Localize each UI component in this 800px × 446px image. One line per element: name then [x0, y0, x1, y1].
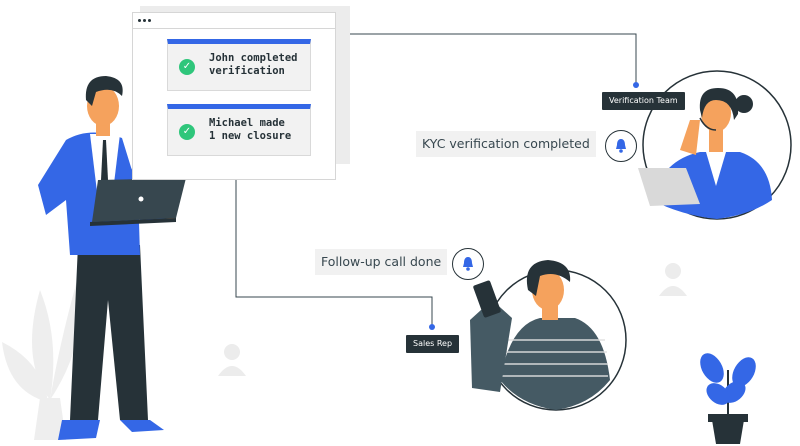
notification-line: 1 new closure — [209, 130, 292, 142]
notification-line: John completed — [209, 52, 298, 64]
window-titlebar — [133, 13, 335, 29]
notification-window: ✓ John completed verification ✓ Michael … — [132, 12, 336, 180]
notification-line: verification — [209, 65, 285, 77]
notification-bell-bubble[interactable] — [452, 248, 484, 280]
notification-text: John completed verification — [209, 52, 309, 78]
connector-dot — [429, 324, 435, 330]
notification-line: Michael made — [209, 117, 285, 129]
plant-icon — [700, 353, 756, 444]
notification-card[interactable]: ✓ John completed verification — [167, 39, 311, 91]
connector-dot — [633, 82, 639, 88]
connector-lines — [235, 33, 637, 328]
user-silhouette-icon — [659, 263, 687, 296]
plant-icon — [2, 270, 82, 440]
user-silhouette-icon — [218, 344, 246, 376]
kyc-message: KYC verification completed — [416, 131, 596, 157]
browser-dots-icon — [138, 19, 141, 22]
laptop-icon — [90, 178, 186, 226]
notification-text: Michael made 1 new closure — [209, 117, 309, 143]
verification-team-tag: Verification Team — [602, 92, 685, 110]
notification-bell-bubble[interactable] — [605, 130, 637, 162]
sales-rep-avatar — [470, 260, 627, 411]
headset-icon — [699, 117, 717, 131]
browser-dots-icon — [148, 19, 151, 22]
bell-icon — [616, 139, 626, 153]
check-icon: ✓ — [179, 59, 195, 75]
browser-dots-icon — [143, 19, 146, 22]
followup-message: Follow-up call done — [315, 249, 448, 275]
bell-icon — [463, 257, 473, 271]
phone-icon — [473, 280, 501, 318]
sales-rep-tag: Sales Rep — [406, 335, 460, 353]
notification-card[interactable]: ✓ Michael made 1 new closure — [167, 104, 311, 156]
check-icon: ✓ — [179, 124, 195, 140]
